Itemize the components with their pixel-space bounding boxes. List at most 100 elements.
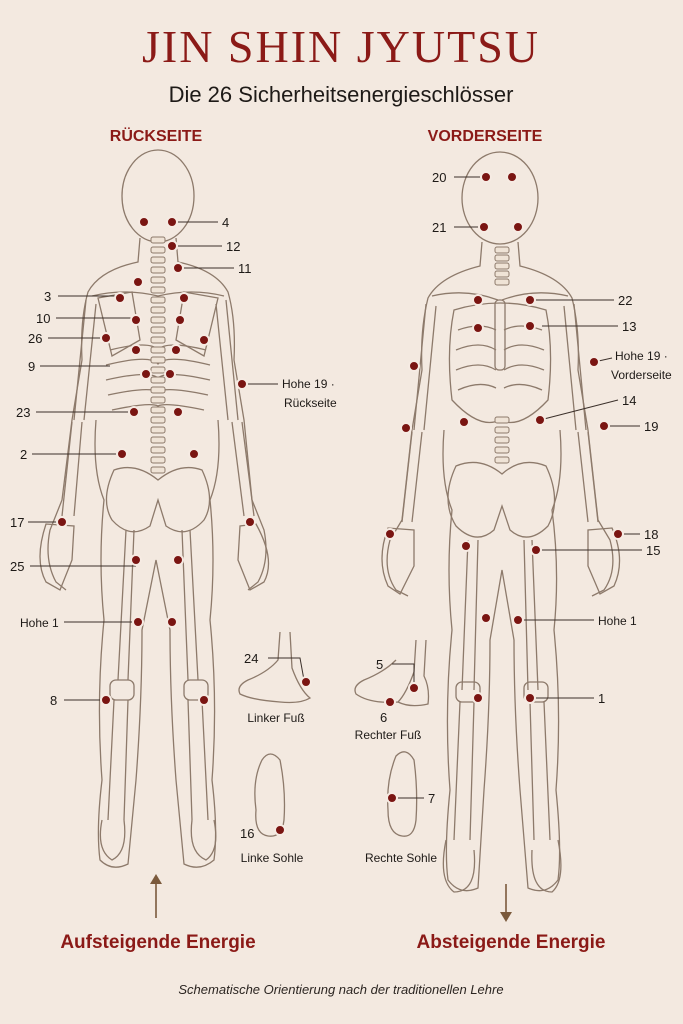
back-point-2 — [116, 448, 128, 460]
label-sole-16: 16 — [240, 826, 254, 841]
back-point-9-right — [170, 344, 182, 356]
label-sole-7: 7 — [428, 791, 435, 806]
back-point-3 — [114, 292, 126, 304]
caption-left-foot: Linker Fuß — [247, 711, 304, 725]
label-front-18: 18 — [644, 527, 658, 542]
footer-note: Schematische Orientierung nach der tradi… — [178, 982, 503, 997]
label-foot-24: 24 — [244, 651, 258, 666]
label-back-9: 9 — [28, 359, 35, 374]
label-front-14: 14 — [622, 393, 636, 408]
front-point-1-left — [472, 692, 484, 704]
back-point-8 — [100, 694, 112, 706]
front-point-15-left — [460, 540, 472, 552]
front-point-22-left — [472, 294, 484, 306]
back-point-4-left — [138, 216, 150, 228]
front-point-22-right — [524, 294, 536, 306]
label-back-25: 25 — [10, 559, 24, 574]
front-spine — [494, 246, 510, 464]
front-point-19-left — [400, 422, 412, 434]
label-front-15: 15 — [646, 543, 660, 558]
label-front-21: 21 — [432, 220, 446, 235]
back-point-12 — [166, 240, 178, 252]
label-back-10: 10 — [36, 311, 50, 326]
label-front-hohe19-line1: Hohe 19 · — [615, 349, 668, 363]
front-point-21-left — [478, 221, 490, 233]
front-point-13-right — [524, 320, 536, 332]
front-point-hohe19 — [588, 356, 600, 368]
back-point-25-right — [172, 554, 184, 566]
front-point-labels: 20 21 22 13 14 19 18 15 Hohe 1 1 Hohe 19… — [432, 170, 672, 706]
front-point-18-right — [612, 528, 624, 540]
front-body-figure — [381, 151, 621, 893]
label-front-hohe1: Hohe 1 — [598, 614, 637, 628]
descending-energy-label: Absteigende Energie — [417, 932, 606, 953]
back-side-heading: RÜCKSEITE — [110, 126, 203, 145]
back-point-26-right — [198, 334, 210, 346]
front-point-20-right — [506, 171, 518, 183]
foot-point-6 — [384, 696, 396, 708]
back-point-11-left — [132, 276, 144, 288]
back-point-labels: 4 12 11 3 10 26 9 23 2 17 25 Hohe 1 8 Ho… — [10, 215, 337, 708]
back-point-2-right — [188, 448, 200, 460]
front-point-21-right — [512, 221, 524, 233]
ascending-energy-label: Aufsteigende Energie — [60, 932, 255, 953]
ascending-arrow-head — [150, 874, 162, 884]
front-point-15-right — [530, 544, 542, 556]
label-front-1: 1 — [598, 691, 605, 706]
back-body-figure — [39, 149, 270, 868]
energy-lock-points — [56, 171, 624, 836]
back-point-4-right — [166, 216, 178, 228]
caption-right-sole: Rechte Sohle — [365, 851, 437, 865]
back-point-9b-right — [164, 368, 176, 380]
back-point-hohe19 — [236, 378, 248, 390]
caption-left-sole: Linke Sohle — [241, 851, 304, 865]
label-back-23: 23 — [16, 405, 30, 420]
label-front-22: 22 — [618, 293, 632, 308]
back-point-hohe1 — [132, 616, 144, 628]
label-back-12: 12 — [226, 239, 240, 254]
back-point-26 — [100, 332, 112, 344]
back-point-3-right — [178, 292, 190, 304]
front-point-14-right — [534, 414, 546, 426]
front-point-14-left — [458, 416, 470, 428]
front-side-heading: VORDERSEITE — [428, 128, 543, 145]
back-point-9b-left — [140, 368, 152, 380]
foot-labels: 24 Linker Fuß 5 6 Rechter Fuß 16 Linke S… — [240, 651, 437, 865]
label-back-2: 2 — [20, 447, 27, 462]
foot-point-5 — [408, 682, 420, 694]
label-back-4: 4 — [222, 215, 229, 230]
front-point-hohe1-right — [512, 614, 524, 626]
front-point-hohe1-left — [480, 612, 492, 624]
back-point-11 — [172, 262, 184, 274]
label-back-11: 11 — [238, 261, 252, 276]
sole-point-16 — [274, 824, 286, 836]
back-point-17-right — [244, 516, 256, 528]
front-point-hohe19-left — [408, 360, 420, 372]
caption-right-foot: Rechter Fuß — [355, 728, 422, 742]
label-back-hohe19-line2: Rückseite — [284, 396, 337, 410]
label-front-20: 20 — [432, 170, 446, 185]
back-point-hohe1-right — [166, 616, 178, 628]
back-point-25 — [130, 554, 142, 566]
label-front-hohe19-line2: Vorderseite — [611, 368, 672, 382]
back-point-17 — [56, 516, 68, 528]
page-title: JIN SHIN JYUTSU — [142, 21, 540, 72]
back-point-8-right — [198, 694, 210, 706]
page-subtitle: Die 26 Sicherheitsenergieschlösser — [169, 82, 514, 107]
back-point-10-right — [174, 314, 186, 326]
label-back-17: 17 — [10, 515, 24, 530]
front-point-19-right — [598, 420, 610, 432]
label-foot-5: 5 — [376, 657, 383, 672]
back-point-23 — [128, 406, 140, 418]
label-back-26: 26 — [28, 331, 42, 346]
sole-point-7 — [386, 792, 398, 804]
label-back-3: 3 — [44, 289, 51, 304]
back-point-9-left — [130, 344, 142, 356]
back-point-23-right — [172, 406, 184, 418]
foot-point-24 — [300, 676, 312, 688]
label-foot-6: 6 — [380, 710, 387, 725]
front-point-1-right — [524, 692, 536, 704]
front-point-20-left — [480, 171, 492, 183]
